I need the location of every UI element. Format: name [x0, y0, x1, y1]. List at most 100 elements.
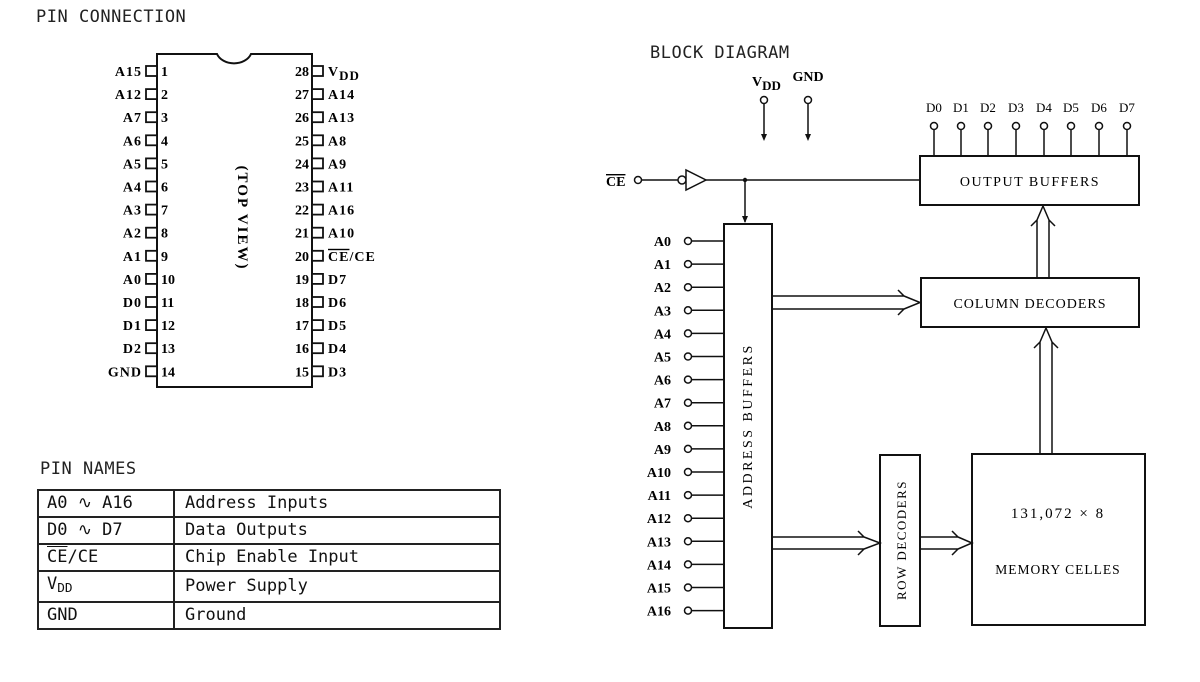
ce-input-line: [633, 168, 920, 223]
vdd-sub: DD: [57, 581, 73, 597]
pin-pad: [311, 296, 324, 308]
dip-pin-17: 17 D5: [295, 319, 347, 334]
pin-number: 22: [295, 204, 309, 219]
address-pin-label: A8: [654, 420, 671, 435]
dip-pin-21: 21 A10: [295, 227, 355, 242]
top-view-label: (TOP VIEW): [234, 166, 250, 271]
address-pin-label: A13: [647, 535, 671, 550]
pin-name: D3: [328, 365, 347, 380]
pin-terminal: [683, 282, 693, 292]
table-row: GND Ground: [37, 601, 501, 631]
pin-number: 4: [161, 134, 168, 149]
pin-terminal: [683, 306, 693, 315]
dip-pin-13: 13 D2: [123, 342, 175, 357]
gnd-pin: [803, 95, 813, 141]
address-pin-label: A9: [654, 443, 671, 458]
pin-name: A15: [115, 65, 142, 80]
address-pin-label: A3: [654, 304, 671, 319]
pin-name: CE/CE: [328, 250, 376, 265]
pin-pad: [145, 319, 158, 332]
dip-package: 1A152A123A74A65A56A47A38A29A110A011D012D…: [108, 53, 376, 388]
pin-terminal: [683, 467, 693, 477]
address-pin-a9: A9: [654, 443, 724, 458]
pin-pad: [145, 249, 158, 262]
pin-number: 21: [295, 227, 309, 242]
pin-name: D2: [123, 342, 142, 357]
table-row: A0 ∿ A16 Address Inputs: [37, 489, 501, 518]
dip-pin-7: 7A3: [123, 204, 168, 219]
pin-names-table: A0 ∿ A16 Address Inputs D0 ∿ D7 Data Out…: [37, 489, 501, 631]
pin-pad: [311, 319, 324, 332]
pin-name: A10: [328, 227, 355, 242]
dip-pin-6: 6A4: [123, 181, 168, 196]
memory-cells-block: [971, 453, 1146, 626]
pin-terminal: [683, 398, 693, 407]
block-diagram-title: BLOCK DIAGRAM: [650, 43, 790, 63]
pin-name: D4: [328, 342, 347, 357]
data-pin-d0: D0: [926, 100, 942, 156]
table-row: D0 ∿ D7 Data Outputs: [37, 516, 501, 545]
pin-pad: [311, 180, 324, 193]
pin-pad: [311, 65, 324, 77]
pin-terminal: [1011, 121, 1021, 131]
address-pin-a7: A7: [654, 397, 724, 412]
pin-number: 13: [161, 342, 175, 357]
bus-arrow-memory-to-column: [1033, 326, 1059, 454]
pin-terminal: [683, 583, 693, 592]
pin-pad: [145, 157, 158, 170]
pin-name: A2: [123, 227, 142, 242]
pin-pad: [145, 272, 158, 285]
pin-number: 23: [295, 181, 309, 196]
pin-symbol: GND: [37, 601, 175, 631]
pin-pad: [145, 111, 158, 124]
address-pin-a5: A5: [654, 351, 724, 366]
pin-name: D1: [123, 319, 142, 334]
pin-pad: [311, 342, 324, 355]
data-pin-d3: D3: [1008, 100, 1024, 156]
pin-name: D6: [328, 296, 347, 311]
pin-number: 17: [295, 319, 309, 334]
pin-number: 24: [295, 157, 309, 172]
address-pin-a2: A2: [654, 281, 724, 296]
pin-name: A12: [115, 88, 142, 103]
address-pin-label: A10: [647, 466, 671, 481]
pin-number: 2: [161, 88, 168, 103]
pin-terminal: [1094, 121, 1104, 131]
address-pin-a3: A3: [654, 304, 724, 319]
pin-pad: [311, 203, 324, 216]
ce-symbol: /CE: [67, 547, 99, 567]
dip-pin-5: 5A5: [123, 157, 168, 172]
data-pin-d1: D1: [953, 100, 969, 156]
address-pin-a15: A15: [647, 582, 724, 597]
pin-name: A3: [123, 204, 142, 219]
pin-terminal: [1039, 121, 1049, 131]
pin-name: GND: [108, 365, 142, 380]
pin-name: D5: [328, 319, 347, 334]
memory-size-label: 131,072 × 8: [1011, 506, 1105, 522]
pin-number: 8: [161, 227, 168, 242]
pin-symbol: VDD: [37, 569, 175, 604]
pin-terminal: [1066, 121, 1076, 131]
pin-number: 11: [161, 296, 174, 311]
pin-name: A5: [123, 157, 142, 172]
dip-pin-8: 8 A2: [123, 227, 168, 242]
pin-description: Chip Enable Input: [173, 543, 501, 572]
data-pin-label: D4: [1036, 100, 1052, 115]
gnd-label: GND: [792, 70, 823, 85]
address-pin-label: A16: [647, 605, 671, 620]
pin-terminal: [683, 329, 693, 338]
pin-terminal: [683, 490, 693, 500]
bus-arrow-row-to-memory: [921, 530, 974, 556]
pin-terminal: [956, 121, 966, 131]
address-pin-a16: A16: [647, 605, 724, 620]
address-buffers-block: [723, 223, 773, 629]
pin-terminal: [1122, 121, 1132, 131]
pin-terminal: [929, 121, 939, 131]
pin-name: A9: [328, 157, 347, 172]
pin-pad: [145, 296, 158, 308]
pin-name: A16: [328, 204, 355, 219]
